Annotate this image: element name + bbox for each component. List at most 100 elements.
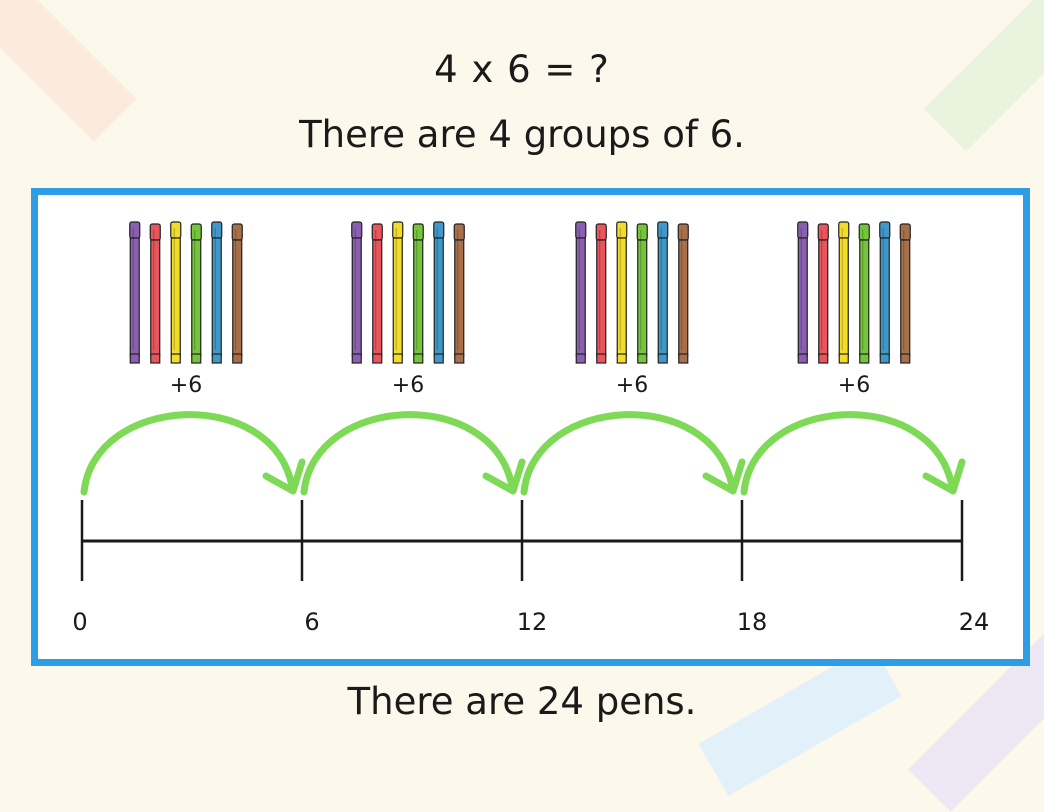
pen-end xyxy=(393,354,402,363)
pen-end xyxy=(819,354,828,363)
jump-label: +6 xyxy=(616,373,648,398)
pen xyxy=(393,222,403,363)
pen-cap xyxy=(900,224,910,240)
pen xyxy=(212,222,222,363)
pen-end xyxy=(679,354,688,363)
tick-label: 18 xyxy=(737,608,768,636)
pen-end xyxy=(192,354,201,363)
pen-body xyxy=(212,238,221,356)
jump-arrow xyxy=(744,415,962,492)
pen-cap xyxy=(393,222,403,238)
pen xyxy=(880,222,890,363)
pen-group xyxy=(798,222,911,363)
pen-end xyxy=(597,354,606,363)
pen-body xyxy=(658,238,667,356)
jump-arrow xyxy=(524,415,742,492)
arrow-curve xyxy=(744,415,952,492)
pen-end xyxy=(352,354,361,363)
pen xyxy=(150,224,160,363)
pen-cap xyxy=(352,222,362,238)
pen-body xyxy=(130,238,139,356)
pen-body xyxy=(901,240,910,356)
pen xyxy=(900,224,910,363)
pen-end xyxy=(658,354,667,363)
pen-cap xyxy=(798,222,808,238)
pen-body xyxy=(679,240,688,356)
pen-body xyxy=(455,240,464,356)
jump-label: +6 xyxy=(170,373,202,398)
pen-body xyxy=(880,238,889,356)
slide: 4 x 6 = ? There are 4 groups of 6. +6+6+… xyxy=(0,0,1044,764)
pen-cap xyxy=(839,222,849,238)
pen xyxy=(171,222,181,363)
tick-label: 6 xyxy=(304,608,319,636)
pen-body xyxy=(373,240,382,356)
arrow-curve xyxy=(304,415,512,492)
arrow-curve xyxy=(524,415,732,492)
tick-label: 12 xyxy=(517,608,548,636)
jump-label: +6 xyxy=(392,373,424,398)
pen-body xyxy=(576,238,585,356)
pen-cap xyxy=(372,224,382,240)
pen-cap xyxy=(880,222,890,238)
pen-cap xyxy=(596,224,606,240)
pen-cap xyxy=(150,224,160,240)
pen-body xyxy=(171,238,180,356)
pen-cap xyxy=(859,224,869,240)
pen xyxy=(434,222,444,363)
pen-end xyxy=(233,354,242,363)
pen-end xyxy=(130,354,139,363)
pen xyxy=(232,224,242,363)
conclusion: There are 24 pens. xyxy=(0,680,1044,723)
pen-cap xyxy=(191,224,201,240)
pen-cap xyxy=(576,222,586,238)
pen-end xyxy=(617,354,626,363)
pen xyxy=(637,224,647,363)
arrow-curve xyxy=(84,415,292,492)
pen-body xyxy=(819,240,828,356)
pen-group xyxy=(576,222,689,363)
pen-end xyxy=(839,354,848,363)
pen-cap xyxy=(617,222,627,238)
pen-cap xyxy=(454,224,464,240)
tick-label: 24 xyxy=(959,608,990,636)
pen xyxy=(372,224,382,363)
pen xyxy=(413,224,423,363)
pen-body xyxy=(352,238,361,356)
pen-body xyxy=(233,240,242,356)
pen-end xyxy=(638,354,647,363)
pen-body xyxy=(151,240,160,356)
pen-cap xyxy=(171,222,181,238)
pen-cap xyxy=(678,224,688,240)
pen-end xyxy=(880,354,889,363)
pen-body xyxy=(434,238,443,356)
pen xyxy=(818,224,828,363)
tick-label: 0 xyxy=(72,608,87,636)
jump-arrow xyxy=(304,415,522,492)
pen xyxy=(454,224,464,363)
pen-body xyxy=(798,238,807,356)
pen xyxy=(678,224,688,363)
pen-body xyxy=(393,238,402,356)
pen-cap xyxy=(434,222,444,238)
pen-end xyxy=(798,354,807,363)
pen-end xyxy=(860,354,869,363)
pen xyxy=(658,222,668,363)
pen xyxy=(798,222,808,363)
pen-end xyxy=(901,354,910,363)
pen-cap xyxy=(413,224,423,240)
pen-body xyxy=(192,240,201,356)
pen-body xyxy=(860,240,869,356)
pen-cap xyxy=(658,222,668,238)
pen xyxy=(130,222,140,363)
pen-end xyxy=(171,354,180,363)
pen-end xyxy=(212,354,221,363)
pen-body xyxy=(839,238,848,356)
pen-end xyxy=(576,354,585,363)
pen-end xyxy=(414,354,423,363)
pen-end xyxy=(373,354,382,363)
pen xyxy=(352,222,362,363)
pen xyxy=(191,224,201,363)
pen-body xyxy=(597,240,606,356)
